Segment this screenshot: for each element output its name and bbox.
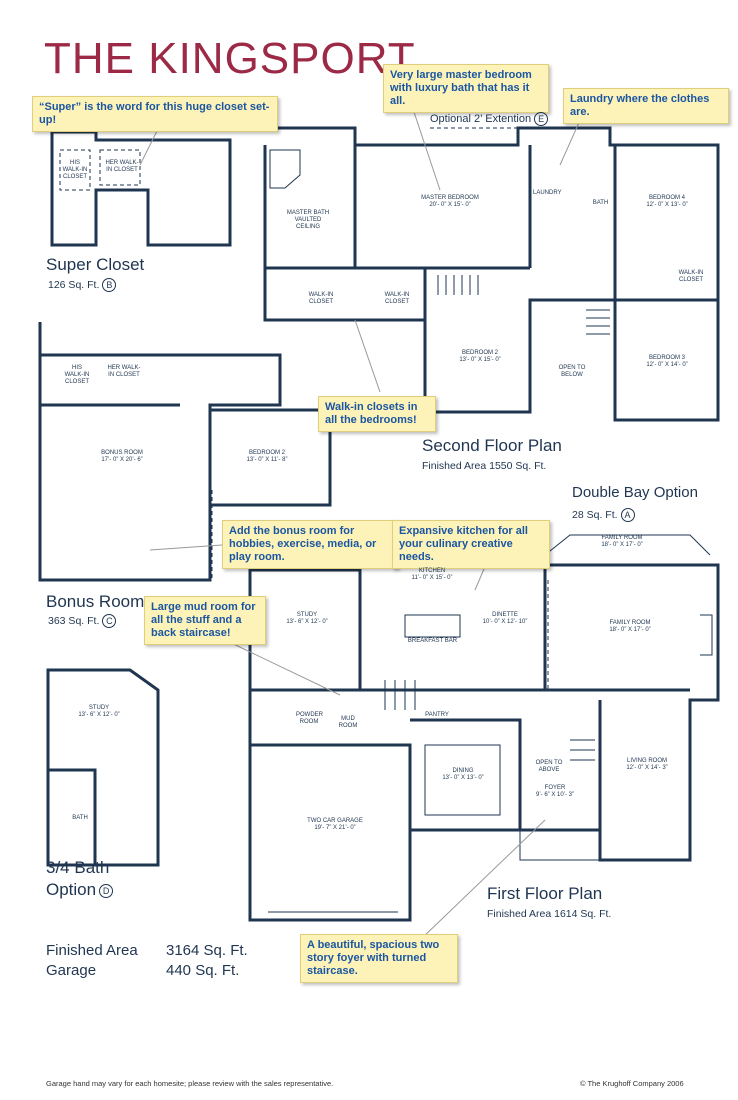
room-her-closet: HER WALK-IN CLOSET [105, 160, 139, 173]
total-garage-value: 440 Sq. Ft. [166, 962, 240, 979]
room-open-to-below: OPEN TO BELOW [558, 365, 586, 378]
room-walkin-closet-master: WALK-IN CLOSET [308, 292, 334, 305]
bath-option-heading: 3/4 Bath [46, 858, 110, 877]
room-bath-upper: BATH [592, 200, 609, 206]
room-breakfast-bar: BREAKFAST BAR [407, 638, 458, 644]
super-closet-heading: Super Closet [46, 255, 145, 274]
callout-bonus: Add the bonus room for hobbies, exercise… [222, 520, 398, 569]
room-walkin-closet-bed2: WALK-IN CLOSET [384, 292, 410, 305]
room-walkin-closet-bed4: WALK-IN CLOSET [678, 270, 704, 283]
room-powder: POWDER ROOM [296, 712, 323, 725]
callout-foyer: A beautiful, spacious two story foyer wi… [300, 934, 458, 983]
footer-note: Garage hand may vary for each homesite; … [46, 1079, 334, 1088]
footer-copyright: © The Krughoff Company 2006 [580, 1079, 684, 1088]
room-mud: MUD ROOM [338, 716, 358, 729]
double-bay-area: 28 Sq. Ft.A [572, 508, 635, 522]
first-floor-heading: First Floor Plan [487, 884, 603, 903]
callout-laundry: Laundry where the clothes are. [563, 88, 729, 124]
callout-master: Very large master bedroom with luxury ba… [383, 64, 549, 113]
room-pantry: PANTRY [425, 712, 449, 718]
room-bonus-her-closet: HER WALK-IN CLOSET [107, 365, 141, 378]
room-open-to-above: OPEN TO ABOVE [535, 760, 563, 773]
total-garage-label: Garage [46, 962, 97, 979]
first-floor-area: Finished Area 1614 Sq. Ft. [487, 908, 612, 920]
super-closet-area: 126 Sq. Ft.B [48, 278, 117, 292]
bonus-room-heading: Bonus Room [46, 592, 145, 611]
room-laundry: LAUNDRY [533, 190, 562, 196]
second-floor-heading: Second Floor Plan [422, 436, 562, 455]
room-his-closet: HIS WALK-IN CLOSET [62, 160, 88, 180]
room-bonus-his-closet: HIS WALK-IN CLOSET [64, 365, 90, 385]
total-finished-value: 3164 Sq. Ft. [166, 942, 248, 959]
total-finished-label: Finished Area [46, 942, 138, 959]
bonus-room-area: 363 Sq. Ft.C [48, 614, 117, 628]
callout-mudroom: Large mud room for all the stuff and a b… [144, 596, 266, 645]
callout-super-closet: “Super” is the word for this huge closet… [32, 96, 278, 132]
double-bay-heading: Double Bay Option [572, 484, 698, 501]
callout-kitchen: Expansive kitchen for all your culinary … [392, 520, 550, 569]
page-title: THE KINGSPORT [44, 34, 416, 83]
room-bath-option: BATH [72, 815, 88, 821]
second-floor-area: Finished Area 1550 Sq. Ft. [422, 460, 547, 472]
callout-walkin: Walk-in closets in all the bedrooms! [318, 396, 436, 432]
